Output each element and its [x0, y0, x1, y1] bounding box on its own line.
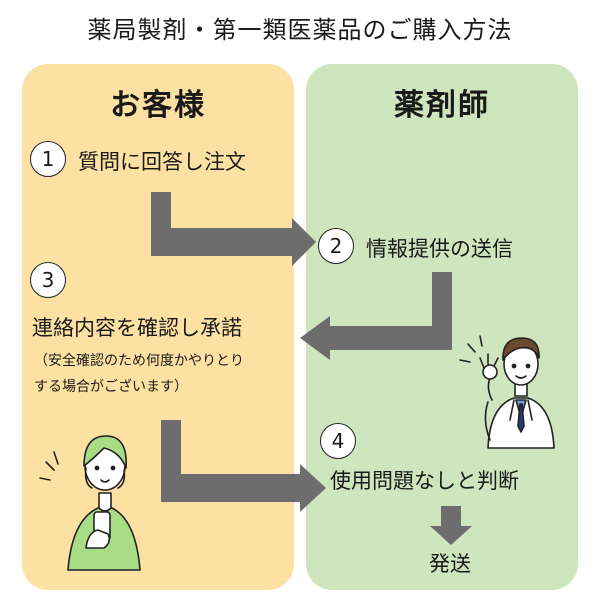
step-3-note-line2: する場合がございます）	[34, 379, 188, 395]
customer-heading: お客様	[110, 88, 206, 123]
arrow-step3-to-step4	[161, 420, 326, 512]
pharmacist-heading: 薬剤師	[394, 88, 490, 123]
step-2-text: 情報提供の送信	[366, 237, 513, 261]
step-2-number: 2	[318, 228, 354, 264]
step-4-text: 使用問題なしと判断	[330, 469, 519, 493]
arrow-step2-to-step3	[300, 272, 452, 360]
step-1-number: 1	[30, 141, 66, 177]
customer-panel: お客様	[22, 64, 294, 590]
step-3-number: 3	[30, 262, 66, 298]
arrow-step1-to-step2	[151, 192, 316, 266]
pharmacist-panel: 薬剤師	[306, 64, 578, 590]
arrow-step4-to-ship	[430, 506, 472, 545]
step-1-text: 質問に回答し注文	[78, 150, 246, 174]
ship-text: 発送	[429, 552, 471, 576]
step-3-text: 連絡内容を確認し承諾	[32, 316, 242, 340]
step-4-number: 4	[320, 423, 356, 459]
page-title: 薬局製剤・第一類医薬品のご購入方法	[87, 16, 513, 44]
flow-arrows	[151, 192, 472, 545]
customer-illustration	[39, 435, 141, 571]
step-3-note-line1: （安全確認のため何度かやりとり	[34, 353, 244, 369]
pharmacist-illustration	[459, 335, 555, 449]
